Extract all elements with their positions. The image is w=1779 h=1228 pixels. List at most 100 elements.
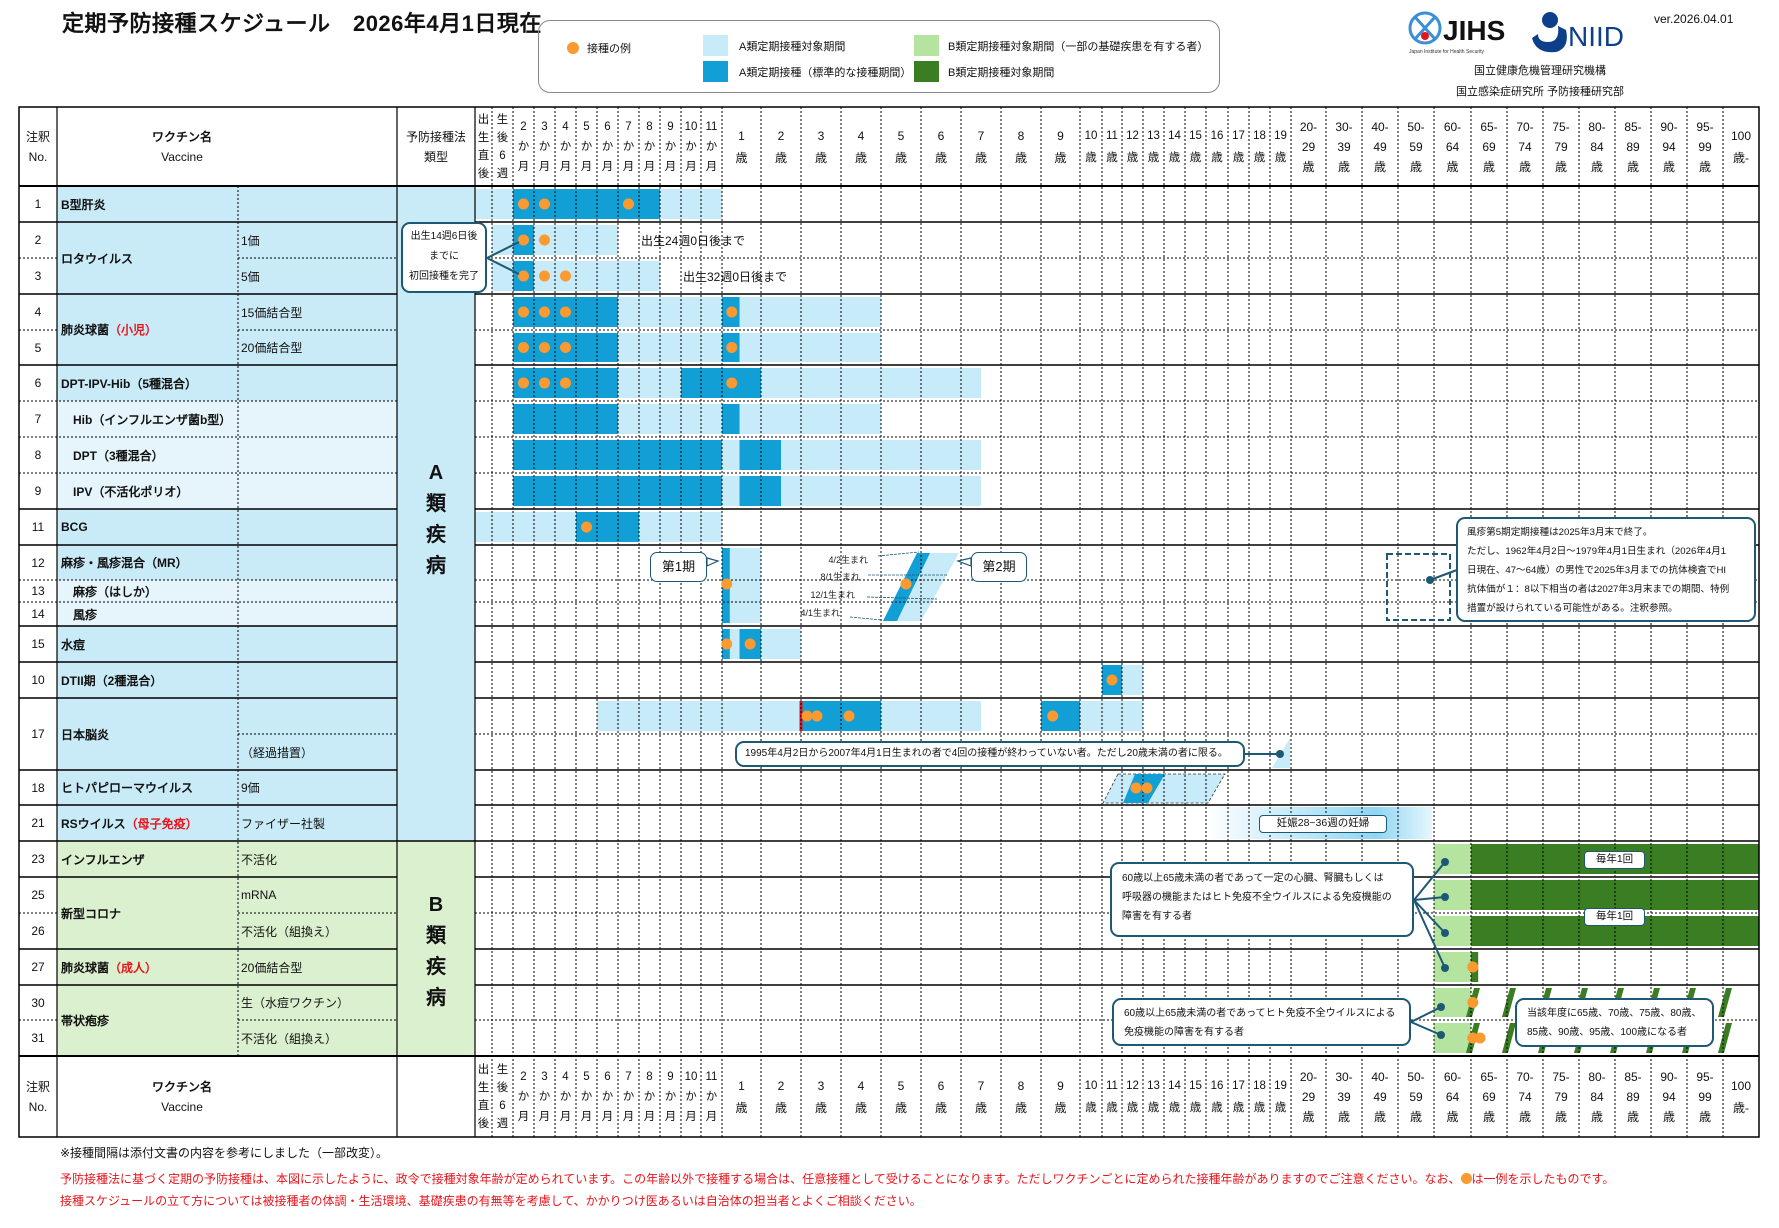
age-label: 歳 — [1662, 1109, 1675, 1124]
vaccine-name-note: （母子免疫） — [125, 816, 198, 831]
schedule-bar-a-standard — [513, 333, 618, 362]
vaccine-name: DPT-IPV-Hib（5種混合） — [57, 365, 238, 401]
age-label: 月 — [685, 1110, 697, 1123]
vaccination-example-dot — [623, 198, 634, 210]
age-label: 月 — [601, 1110, 614, 1123]
mr-birth-leader-line — [866, 596, 938, 600]
hpv-standard-band — [1123, 774, 1165, 803]
legend: 接種の例 A類定期接種対象期間 A類定期接種（標準的な接種期間） B類定期接種対… — [538, 20, 1220, 93]
header-type: 予防接種法類型 — [397, 107, 475, 186]
example-dot-icon — [1460, 1173, 1472, 1184]
note-number: 26 — [31, 924, 45, 938]
rubella-phase5-dashed-box — [1386, 553, 1451, 621]
note-number: 15 — [31, 637, 45, 651]
schedule-bar-b-target — [1471, 952, 1479, 982]
vaccine-subtype — [238, 365, 397, 401]
vaccination-example-dot — [539, 377, 550, 389]
vaccine-name-text: IPV（不活化ポリオ） — [73, 484, 189, 499]
page-title: 定期予防接種スケジュール 2026年4月1日現在 — [62, 11, 542, 36]
age-label: 69 — [1482, 139, 1496, 154]
vaccine-name: インフルエンザ — [57, 841, 238, 877]
age-label: 12 — [1126, 129, 1139, 142]
vaccine-name: DTII期（2種混合） — [57, 662, 238, 698]
age-label: 月 — [580, 160, 593, 173]
age-label: 月 — [622, 1110, 635, 1123]
age-label: 歳 — [1409, 1109, 1422, 1124]
schedule-bar-a-standard — [576, 512, 639, 542]
age-label: 月 — [538, 1110, 551, 1123]
vaccine-name: DPT（3種混合） — [57, 437, 238, 473]
vaccination-example-dot — [539, 270, 550, 282]
age-label: 9 — [1057, 1078, 1064, 1093]
age-label: 60- — [1443, 119, 1462, 134]
age-label: 月 — [559, 160, 572, 173]
age-label: 79 — [1554, 139, 1568, 154]
age-label: 15 — [1189, 1079, 1202, 1092]
age-label: 40- — [1371, 1069, 1389, 1084]
vaccination-example-dot — [1467, 1032, 1479, 1044]
vaccine-subtype: 1価 — [241, 233, 260, 248]
vaccine-subtype: 5価 — [241, 269, 260, 284]
b-target-swatch — [914, 61, 939, 82]
age-label: 18 — [1253, 1079, 1266, 1092]
mr-phase2-target-band — [883, 553, 959, 621]
age-label: 歳 — [1147, 1101, 1160, 1114]
note-number: 10 — [31, 673, 45, 687]
vaccine-name: RSウイルス（母子免疫） — [57, 805, 238, 841]
vaccination-example-dot — [518, 342, 529, 353]
age-label: 11 — [705, 1070, 718, 1083]
age-label: 39 — [1337, 1089, 1351, 1104]
callout-connector — [1410, 1006, 1442, 1023]
vaccination-example-dot — [900, 578, 912, 590]
age-label: 歳 — [1189, 151, 1202, 164]
jihs-wordmark: JIHS — [1443, 15, 1505, 46]
age-label: 3 — [541, 1070, 548, 1083]
callout-line: 85歳、90歳、95歳、100歳になる者 — [1527, 1027, 1688, 1038]
vaccine-name-text: 肺炎球菌 — [61, 960, 110, 975]
age-label: 90- — [1660, 119, 1678, 134]
age-label: 歳 — [1126, 1101, 1139, 1114]
age-label: か — [601, 1090, 614, 1103]
callout-line: 風疹第5期定期接種は2025年3月末で終了。 — [1467, 527, 1653, 538]
schedule-bar-b-target — [1471, 880, 1759, 910]
age-label: 歳 — [1409, 159, 1422, 174]
note-number: 30 — [31, 995, 45, 1010]
age-label: 14 — [1168, 1079, 1181, 1092]
age-label: 1 — [738, 1078, 745, 1093]
age-label: 10 — [684, 120, 698, 133]
footnote-legal-text-end: は一例を示したものです。 — [1471, 1172, 1615, 1186]
rs-target-label: 妊娠28~36週の妊婦 — [1259, 815, 1387, 833]
schedule-bar-a-target — [513, 333, 881, 362]
age-label: 月 — [664, 1110, 677, 1123]
age-label: か — [622, 1090, 635, 1103]
age-label: 10 — [1084, 129, 1098, 142]
vaccination-example-dot — [1130, 782, 1142, 794]
age-label: か — [559, 140, 572, 153]
schedule-bar-a-target — [722, 548, 761, 623]
age-label: 10 — [1084, 1079, 1098, 1092]
note-number: 2 — [34, 233, 42, 247]
vaccination-example-dot — [843, 710, 855, 722]
age-label: 60- — [1443, 1069, 1462, 1084]
age-label: 歳 — [1337, 159, 1350, 174]
vaccine-name-note: （成人） — [109, 960, 158, 975]
age-label: 100 — [1730, 1078, 1752, 1093]
vaccine-name: ヒトパピローマウイルス — [57, 770, 238, 805]
age-label: 歳 — [1014, 1100, 1027, 1115]
vaccine-name: 肺炎球菌（成人） — [57, 949, 238, 985]
age-label: 週 — [496, 167, 509, 180]
age-label: 4 — [857, 128, 865, 143]
rota-callout-line: までに — [429, 251, 459, 262]
vaccination-example-dot — [581, 521, 592, 533]
